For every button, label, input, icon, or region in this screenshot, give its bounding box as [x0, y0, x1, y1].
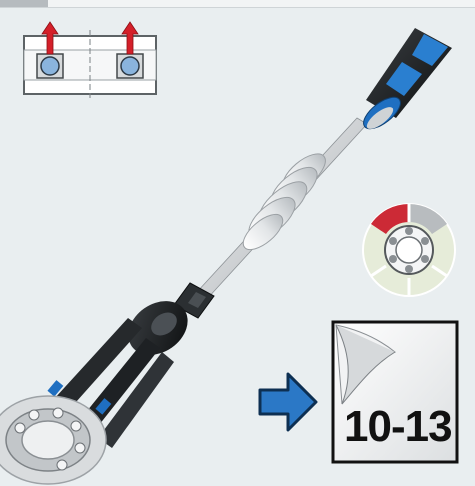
pulled-bearing — [0, 395, 107, 485]
top-strip-dark — [0, 0, 48, 8]
coupling-nut — [173, 282, 215, 319]
right-arrow-icon — [258, 372, 318, 432]
bearing-ring-selector-icon — [362, 203, 456, 297]
top-strip-rule — [0, 7, 475, 8]
internal-puller — [44, 301, 188, 448]
page-reference-label: 10-13 — [344, 402, 453, 451]
top-divider — [0, 0, 475, 8]
page-reference-icon — [331, 320, 459, 464]
bearing-cross-section-icon — [23, 21, 157, 98]
slide-hammer-handle — [363, 28, 452, 130]
slide-weight — [242, 153, 326, 251]
